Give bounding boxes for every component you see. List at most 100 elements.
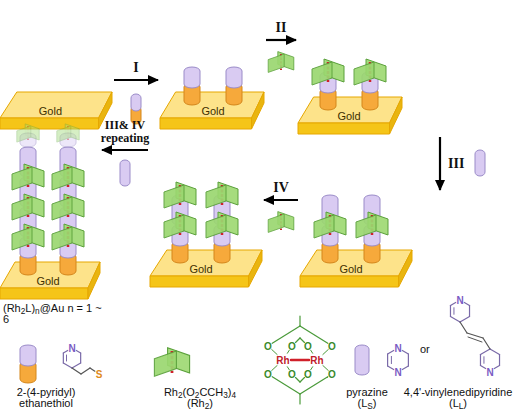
- carboxylate-plane: [206, 185, 226, 208]
- chemical-bond: [469, 306, 470, 317]
- pyridyl-head: [226, 67, 242, 88]
- carboxylate-plane: [52, 167, 72, 190]
- substrate-drawing: [0, 120, 100, 300]
- gold-substrate: Gold: [0, 120, 100, 300]
- chemical-bond: [66, 355, 67, 361]
- carboxylate-plane: [314, 215, 334, 238]
- gold-front-face: [0, 288, 88, 299]
- substrate-label: Gold: [36, 275, 59, 288]
- chemical-bond: [300, 338, 304, 342]
- atom-symbol: O: [264, 341, 272, 352]
- chemical-bond: [323, 365, 328, 370]
- carboxylate-plane: [154, 351, 176, 376]
- chemical-bond: [63, 351, 67, 354]
- step-label: IV: [273, 180, 289, 195]
- chemical-bond: [291, 359, 309, 362]
- pyrazine-pillar: [355, 345, 369, 375]
- rh2-paddlewheel: [12, 164, 44, 190]
- chemical-bond: [272, 349, 277, 354]
- chemical-bond: [460, 317, 470, 323]
- rh2-paddlewheel: [268, 52, 294, 73]
- carboxylate-plane: [164, 185, 184, 208]
- substrate-label: Gold: [189, 263, 212, 276]
- chemical-bond: [468, 337, 482, 342]
- subscript: 2: [21, 307, 26, 316]
- rh2-paddlewheel: [52, 194, 84, 220]
- step-label: III& IV repeating: [94, 119, 156, 145]
- gold-top-face: [300, 250, 412, 276]
- chemical-bond: [450, 306, 451, 317]
- step-label: II: [276, 20, 287, 35]
- compound-label: (Rh2L)n@Au n = 1 ~ 6: [3, 303, 103, 325]
- subscript: S: [367, 402, 373, 411]
- gold-front-face: [300, 276, 399, 287]
- atom-symbol: N: [68, 343, 75, 354]
- rh2-paddlewheel: [354, 59, 386, 85]
- gold-top-face: [298, 97, 402, 123]
- gold-substrate: Gold: [300, 192, 450, 288]
- chemical-bond: [450, 317, 460, 323]
- pyridyl-head: [184, 67, 200, 88]
- chemical-bond: [391, 356, 392, 363]
- chemical-bond: [408, 354, 409, 366]
- substrate-label: Gold: [339, 263, 362, 276]
- carboxylate-plane: [12, 167, 32, 190]
- chemical-bond: [272, 365, 277, 370]
- chemical-bond: [90, 368, 95, 371]
- rh2-paddlewheel: [52, 224, 84, 250]
- atom-symbol: O: [304, 369, 312, 380]
- substrate-drawing: [298, 25, 450, 135]
- chemical-bond: [72, 368, 81, 374]
- atom-symbol: O: [288, 341, 296, 352]
- carboxylate-plane: [12, 197, 32, 220]
- gold-side-face: [252, 92, 264, 129]
- atom-symbol: O: [328, 341, 336, 352]
- chemical-bond: [80, 353, 81, 363]
- rh2-paddlewheel: [268, 212, 294, 233]
- gold-top-face: [0, 92, 112, 118]
- carboxylate-plane: [17, 126, 31, 142]
- atom-symbol: Rh: [310, 355, 323, 366]
- rh2-paddlewheel: [314, 212, 346, 238]
- rh2-paddlewheel: [164, 182, 196, 208]
- chemical-bond: [480, 355, 481, 366]
- atom-symbol: N: [394, 343, 401, 354]
- gold-substrate: Gold: [298, 25, 450, 135]
- subscript: n: [35, 307, 40, 316]
- atom-symbol: N: [456, 295, 463, 306]
- chemical-bond: [296, 378, 300, 382]
- pyrazine-pillar: [120, 160, 130, 186]
- gold-front-face: [150, 276, 249, 287]
- chemical-bond: [499, 355, 500, 366]
- chemical-bond: [299, 394, 300, 404]
- rh2-paddlewheel: [57, 124, 79, 142]
- subscript: 4: [232, 391, 237, 400]
- chemical-bond: [490, 349, 500, 355]
- rh2-paddlewheel: [17, 124, 39, 142]
- substrate-label: Gold: [201, 105, 224, 118]
- chemical-bond: [76, 351, 80, 354]
- chemical-bond: [464, 303, 469, 306]
- gold-side-face: [390, 97, 402, 134]
- chemical-bond: [296, 338, 300, 342]
- chemical-bond: [450, 303, 455, 306]
- chemical-bond: [388, 366, 394, 370]
- chemical-bond: [460, 322, 467, 333]
- substrate-label: Gold: [39, 105, 62, 118]
- process-arrow: [264, 199, 298, 201]
- chemical-bond: [72, 363, 81, 368]
- carboxylate-plane: [206, 215, 226, 238]
- gold-top-face: [160, 92, 264, 118]
- carboxylate-plane: [52, 197, 72, 220]
- gold-front-face: [160, 118, 252, 129]
- carboxylate-plane: [52, 227, 72, 250]
- chemical-bond: [453, 308, 454, 315]
- chemical-bond: [323, 349, 328, 354]
- chemical-bond: [480, 366, 485, 369]
- step-label: III: [448, 156, 464, 171]
- process-arrow: [114, 79, 158, 81]
- process-arrow: [102, 149, 148, 151]
- chemical-bond: [63, 353, 64, 363]
- substrate-drawing: [300, 192, 450, 288]
- rh2-paddlewheel: [154, 348, 189, 377]
